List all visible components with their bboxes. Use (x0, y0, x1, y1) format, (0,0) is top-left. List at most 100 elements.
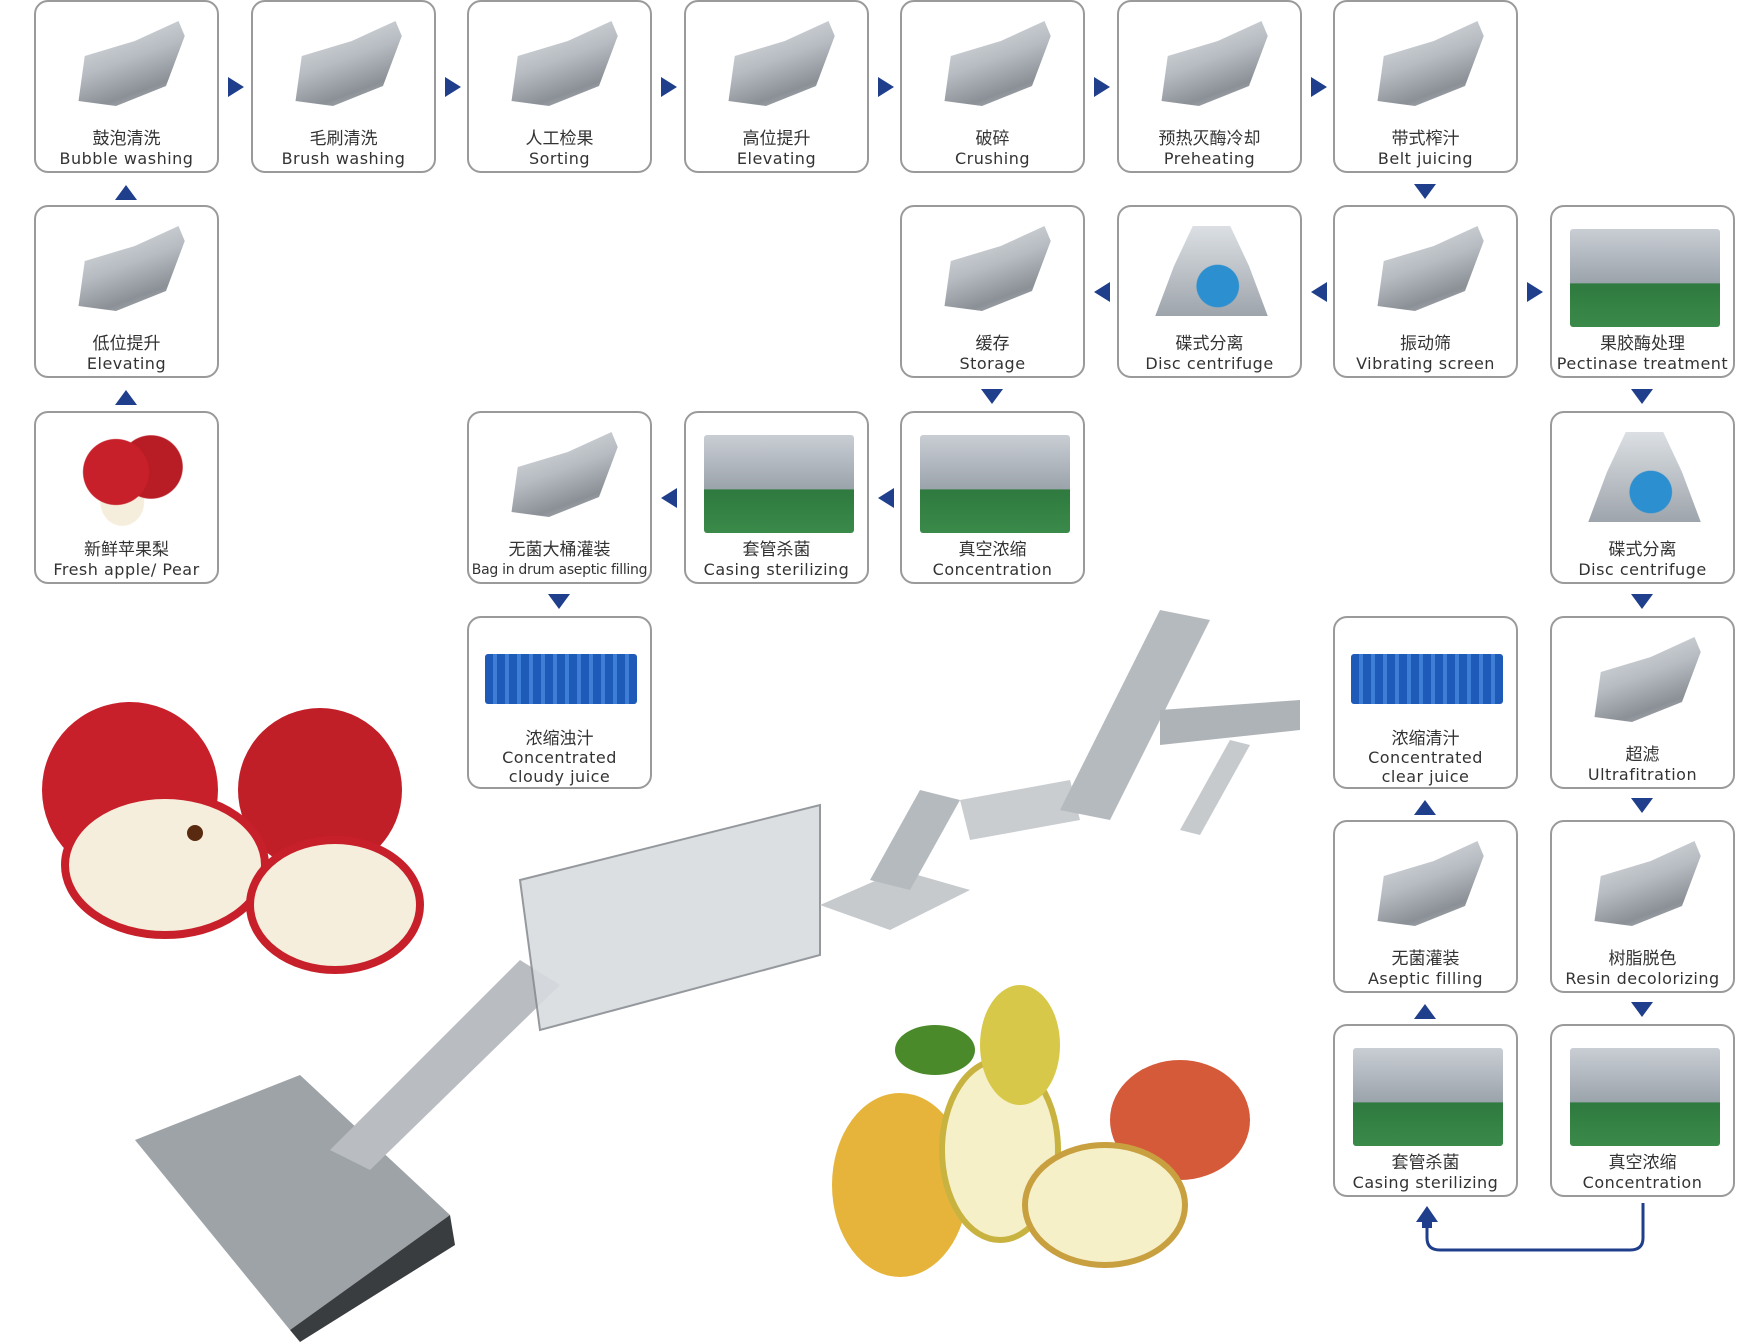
step-name-en: Preheating (1163, 149, 1256, 168)
centrifuge-icon (1588, 432, 1701, 522)
arrow-right-icon (445, 77, 461, 97)
arrow-down-icon (981, 389, 1003, 404)
step-name-en: Elevating (736, 149, 817, 168)
step-name-cn: 超滤 (1625, 745, 1660, 765)
arrow-left-icon (1094, 282, 1110, 302)
sterilizer-photo-icon (1353, 1048, 1503, 1146)
step-name-en: Fresh apple/ Pear (53, 560, 200, 579)
return-arrow-head (1416, 1206, 1438, 1228)
processing-line-illustration (135, 610, 1300, 1342)
sorting-table-icon (511, 21, 618, 106)
step-name-en: Ultrafitration (1587, 765, 1698, 784)
aseptic-filler-icon (1377, 841, 1484, 926)
step-name-cn: 浓缩浊汁 (525, 729, 594, 749)
arrow-left-icon (878, 488, 894, 508)
elevator-icon (78, 226, 185, 311)
step-name-cn: 人工检果 (525, 129, 594, 149)
step-name-en: Crushing (954, 149, 1031, 168)
step-name-en: Concentration (1582, 1173, 1703, 1192)
step-name-cn: 套管杀菌 (742, 540, 811, 560)
evaporator-photo-icon (920, 435, 1070, 533)
sterilizer-photo-icon (704, 435, 854, 533)
step-name-cn: 带式榨汁 (1391, 129, 1460, 149)
step-name-cn: 新鲜苹果梨 (84, 540, 169, 560)
brush-washer-icon (295, 21, 402, 106)
arrow-right-icon (228, 77, 244, 97)
arrow-down-icon (1631, 594, 1653, 609)
step-name-en: Concentrated (502, 748, 617, 767)
step-name-en: Storage (959, 354, 1026, 373)
step-name-cn: 缓存 (975, 334, 1010, 354)
drums-icon (485, 654, 637, 704)
tanks-icon (1570, 229, 1720, 327)
step-name-en: Bubble washing (59, 149, 194, 168)
arrow-down-icon (548, 594, 570, 609)
step-name-en: Brush washing (281, 149, 406, 168)
pears-illustration (832, 985, 1250, 1277)
step-name-cn: 无菌大桶灌装 (508, 540, 611, 560)
apples-illustration (42, 702, 424, 974)
step-name-en: Belt juicing (1377, 149, 1474, 168)
resin-columns-icon (1594, 841, 1701, 926)
arrow-right-icon (1094, 77, 1110, 97)
step-name-en: Disc centrifuge (1145, 354, 1274, 373)
centrifuge-icon (1155, 226, 1268, 316)
arrow-right-icon (1527, 282, 1543, 302)
step-name-en: Disc centrifuge (1578, 560, 1707, 579)
step-name-en: Pectinase treatment (1556, 354, 1729, 373)
step-name-cn: 低位提升 (92, 334, 161, 354)
arrow-right-icon (878, 77, 894, 97)
arrow-down-icon (1631, 798, 1653, 813)
step-name-en: Vibrating screen (1356, 354, 1495, 373)
step-name-en: Elevating (86, 354, 167, 373)
ultrafilter-icon (1594, 637, 1701, 722)
arrow-up-icon (1414, 800, 1436, 815)
step-name-cn: 树脂脱色 (1608, 949, 1677, 969)
step-name-en: Casing sterilizing (703, 560, 850, 579)
step-name-en-line2: cloudy juice (508, 767, 611, 786)
step-name-cn: 套管杀菌 (1391, 1153, 1460, 1173)
step-name-en: Concentrated (1368, 748, 1483, 767)
step-name-cn: 高位提升 (742, 129, 811, 149)
arrow-down-icon (1414, 184, 1436, 199)
step-name-cn: 预热灭酶冷却 (1158, 129, 1261, 149)
storage-tank-icon (944, 226, 1051, 311)
step-name-cn: 碟式分离 (1175, 334, 1244, 354)
step-name-cn: 毛刷清洗 (309, 129, 378, 149)
bubble-washer-icon (78, 21, 185, 106)
arrow-right-icon (661, 77, 677, 97)
arrow-left-icon (661, 488, 677, 508)
arrow-right-icon (1311, 77, 1327, 97)
step-name-en: Resin decolorizing (1565, 969, 1720, 988)
evaporator-photo-icon (1570, 1048, 1720, 1146)
step-name-cn: 碟式分离 (1608, 540, 1677, 560)
vibrating-screen-icon (1377, 226, 1484, 311)
arrow-up-icon (115, 390, 137, 405)
arrow-up-icon (1414, 1004, 1436, 1019)
step-name-en: Aseptic filling (1367, 969, 1484, 988)
step-name-cn: 无菌灌装 (1391, 949, 1460, 969)
step-name-cn: 真空浓缩 (1608, 1153, 1677, 1173)
arrow-up-icon (115, 185, 137, 200)
